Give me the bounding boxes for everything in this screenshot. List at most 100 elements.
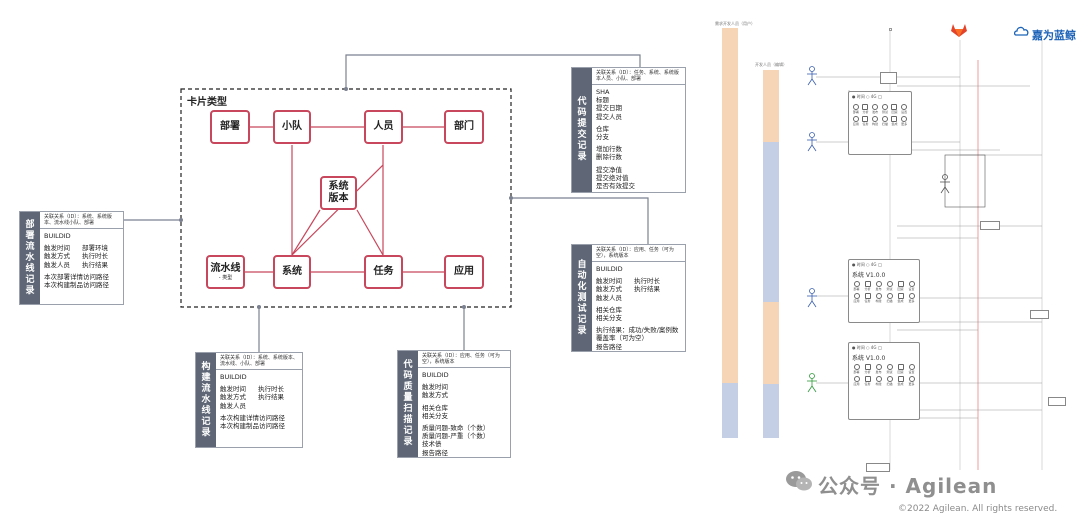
card-field: 触发时间 xyxy=(44,244,70,253)
app-icon xyxy=(864,364,871,370)
watermark-text: 公众号 · Agilean xyxy=(818,474,998,498)
lane2-blue-a xyxy=(763,142,779,302)
card-field: BUILDID xyxy=(220,373,247,381)
box-bottom xyxy=(866,463,890,472)
card-field: 分支 xyxy=(596,133,609,142)
card-field: 触发时间 xyxy=(596,277,622,286)
app-label: 更多 xyxy=(908,382,915,386)
app-icon xyxy=(897,281,904,287)
card-field: BUILDID xyxy=(422,371,449,379)
app-label: 测试 xyxy=(886,370,893,374)
card-relation: 关联关系（ID）：系统、系统版本、流水线小队、部署 xyxy=(40,214,123,229)
app-label: 集成 xyxy=(897,299,904,303)
app-icon xyxy=(872,104,879,110)
phone-mockup-1: ● 时间 ○ 4G ◯ 部署分析发布测试回滚设置应用任务构建扫描集成更多 xyxy=(848,91,912,155)
card-side-text: 代码提交记录 xyxy=(577,97,587,162)
card-field: 仓库 xyxy=(596,124,609,133)
app-label: 构建 xyxy=(872,122,879,126)
brand-name: 嘉为蓝鲸 xyxy=(1032,29,1076,42)
card-field: 触发人员 xyxy=(220,401,246,410)
box-top-marker xyxy=(889,28,892,31)
app-label: 发布 xyxy=(875,287,882,291)
card-field-row: 触发方式执行结果 xyxy=(596,285,681,293)
app-icon xyxy=(853,364,860,370)
card-field: 本次部署详情访问路径 xyxy=(44,272,109,281)
phone-header: ● 时间 ○ 4G ◯ xyxy=(852,262,883,267)
card-field: 相关仓库 xyxy=(596,305,622,314)
card-field: 提交净值 xyxy=(596,165,622,174)
card-field-row: 触发时间 执行时长 xyxy=(220,385,298,393)
phone-app-item: 更多 xyxy=(907,293,916,303)
frame-title: 卡片类型 xyxy=(187,97,227,108)
card-field: 标题 xyxy=(596,96,609,105)
card-field-row: 触发时间 部署环境 xyxy=(44,244,119,252)
phone-app-item: 测试 xyxy=(881,104,889,114)
phone-app-item: 构建 xyxy=(874,376,883,386)
card-field: 触发方式 xyxy=(44,252,70,261)
phone-app-item: 设置 xyxy=(907,281,916,291)
actor-mid-icon xyxy=(940,174,950,194)
card-field: 执行结果 xyxy=(82,260,108,269)
card-body: 关联关系（ID）：系统、系统版本、流水线、小队、部署 BUILDID 触发时间 执行时… xyxy=(216,353,302,447)
app-icon xyxy=(862,116,869,122)
card-relation: 关联关系（ID）：系统、系统版本、流水线、小队、部署 xyxy=(216,355,302,370)
app-label: 分析 xyxy=(864,287,871,291)
app-icon xyxy=(875,376,882,382)
phone-app-item: 回滚 xyxy=(896,364,905,374)
app-label: 测试 xyxy=(886,287,893,291)
app-label: 集成 xyxy=(897,382,904,386)
card-side-text: 部署流水线记录 xyxy=(25,219,35,296)
node-pipeline-sub: - 类型 xyxy=(218,275,233,281)
card-field: 部署环境 xyxy=(82,244,108,253)
app-label: 任务 xyxy=(862,122,869,126)
app-label: 分析 xyxy=(862,110,869,114)
card-field: 本次构建制品访问路径 xyxy=(220,422,285,431)
app-icon xyxy=(886,293,893,299)
lane2-blue-b xyxy=(763,384,779,438)
lane-column-2 xyxy=(763,70,779,438)
lane2-orange-b xyxy=(763,302,779,384)
app-icon xyxy=(853,293,860,299)
phone-icon-grid: 部署分析发布测试回滚设置应用任务构建扫描集成更多 xyxy=(849,102,911,128)
phone-app-item: 应用 xyxy=(852,376,861,386)
app-label: 扫描 xyxy=(881,122,888,126)
card-field: 执行结果 xyxy=(258,393,284,402)
app-label: 分析 xyxy=(864,370,871,374)
copyright-text: ©2022 Agilean. All rights reserved. xyxy=(898,504,1058,514)
node-pipeline-label: 流水线 xyxy=(210,263,241,274)
app-icon xyxy=(886,376,893,382)
bluking-logo-icon xyxy=(1014,26,1029,36)
app-label: 任务 xyxy=(864,382,871,386)
app-icon xyxy=(901,116,908,122)
app-icon xyxy=(881,104,888,110)
phone-app-item: 分析 xyxy=(863,281,872,291)
app-icon xyxy=(864,293,871,299)
phone-app-item: 部署 xyxy=(852,281,861,291)
node-department: 部门 xyxy=(444,110,484,144)
node-task: 任务 xyxy=(364,255,403,289)
app-icon xyxy=(908,376,915,382)
card-field: BUILDID xyxy=(44,232,71,240)
lane-label-2: 开发人员（编辑） xyxy=(755,62,787,67)
app-icon xyxy=(862,104,869,110)
card-field: 相关分支 xyxy=(596,314,622,323)
app-icon xyxy=(908,293,915,299)
phone-app-item: 任务 xyxy=(862,116,870,126)
app-icon xyxy=(852,116,859,122)
phone-version: 系统 V1.0.0 xyxy=(852,272,886,279)
card-field: 触发时间 xyxy=(220,385,246,394)
phone-icon-grid: 部署分析发布测试回滚设置应用任务构建扫描集成更多 xyxy=(849,362,919,388)
app-label: 回滚 xyxy=(897,370,904,374)
phone-app-item: 设置 xyxy=(907,364,916,374)
card-field: 提交日期 xyxy=(596,104,622,113)
card-field: 执行时长 xyxy=(258,385,284,394)
card-field: 质量问题-严重（个数） xyxy=(422,432,490,441)
card-side-title: 自动化测试记录 xyxy=(572,245,592,351)
card-field: 相关仓库 xyxy=(422,403,448,412)
card-deploy-record: 部署流水线记录关联关系（ID）：系统、系统版本、流水线小队、部署 BUILDID 触… xyxy=(19,211,124,305)
phone-header: ● 时间 ○ 4G ◯ xyxy=(852,94,883,99)
